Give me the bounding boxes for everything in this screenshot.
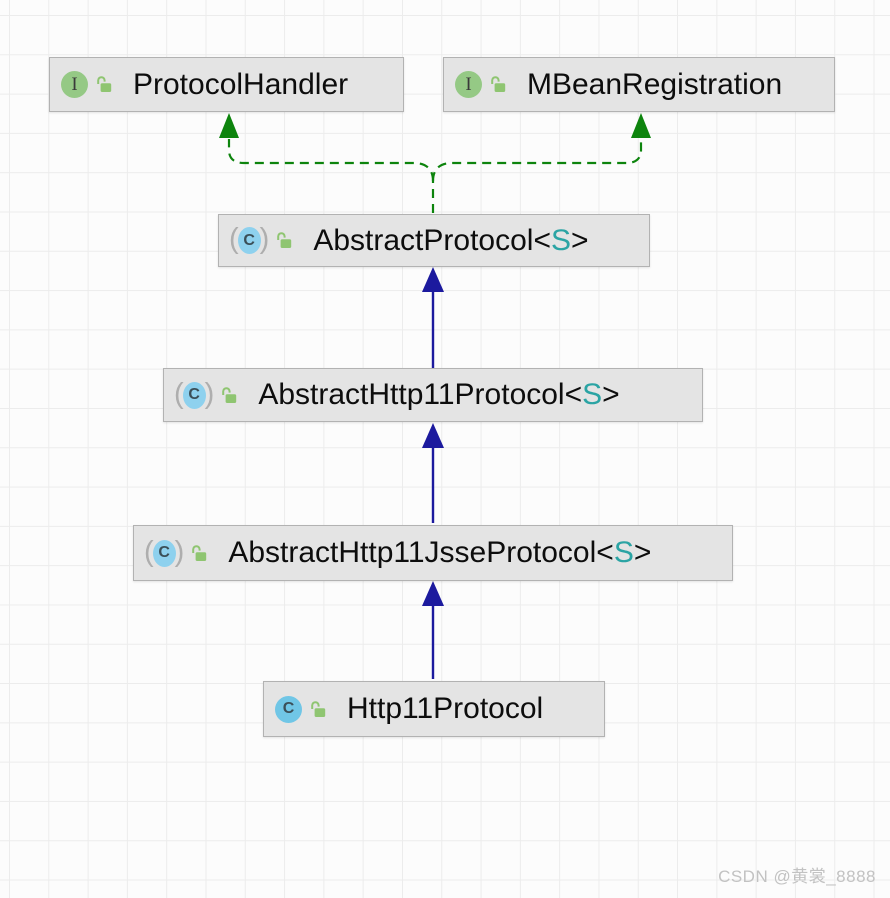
- class-node-abstracthttp11protocol[interactable]: ( C ) AbstractHttp11Protocol<S>: [163, 368, 703, 422]
- generic-close-bracket: >: [602, 378, 620, 411]
- abstract-paren-close-icon: ): [204, 377, 215, 410]
- open-lock-icon: [277, 232, 292, 248]
- class-icon: C: [275, 695, 302, 723]
- watermark-text: CSDN @黄裳_8888: [718, 867, 876, 886]
- open-lock-icon: [222, 386, 237, 403]
- class-name: ProtocolHandler: [133, 67, 349, 101]
- type-parameter: S: [613, 536, 634, 569]
- open-lock-icon: [97, 76, 112, 92]
- abstract-paren-close-icon: ): [174, 535, 185, 568]
- realization-edges: [227, 139, 643, 213]
- abstract-class-icon: ( C ): [144, 535, 185, 568]
- class-icon: C: [237, 227, 261, 254]
- class-name-label: Http11Protocol: [347, 692, 543, 726]
- class-name-label: ProtocolHandler: [133, 68, 348, 102]
- abstract-paren-open-icon: (: [174, 377, 184, 410]
- arrowhead-mbeanregistration: [631, 113, 651, 138]
- open-lock-icon: [311, 700, 326, 717]
- open-lock-icon: [192, 544, 207, 561]
- class-name: AbstractHttp11JsseProtocol: [228, 536, 597, 569]
- arrowhead-abstracthttp11jsseprotocol: [422, 581, 444, 606]
- abstract-class-icon: ( C ): [229, 223, 270, 255]
- arrowhead-abstracthttp11protocol: [422, 423, 444, 448]
- realization-arrowheads: [219, 113, 651, 138]
- type-parameter: S: [582, 378, 603, 411]
- abstract-class-icon: ( C ): [174, 377, 215, 410]
- generic-open-bracket: <: [596, 536, 614, 569]
- node-icon-cluster: I: [61, 71, 114, 98]
- class-name: AbstractProtocol: [313, 223, 534, 257]
- class-name: MBeanRegistration: [527, 67, 783, 101]
- arrowhead-abstractprotocol: [422, 267, 444, 292]
- class-node-abstracthttp11jsseprotocol[interactable]: ( C ) AbstractHttp11JsseProtocol<S>: [133, 525, 733, 581]
- node-icon-cluster: ( C ): [144, 535, 209, 568]
- class-name-label: MBeanRegistration: [527, 68, 782, 102]
- class-name-label: AbstractProtocol<S>: [313, 224, 588, 258]
- node-icon-cluster: C: [275, 695, 328, 723]
- class-icon: C: [152, 539, 176, 567]
- type-parameter: S: [550, 223, 571, 257]
- open-lock-icon: [491, 76, 506, 92]
- class-node-http11protocol[interactable]: C Http11Protocol: [263, 681, 605, 737]
- node-icon-cluster: ( C ): [174, 377, 239, 410]
- arrowhead-protocolhandler: [219, 113, 239, 138]
- class-name-label: AbstractHttp11JsseProtocol<S>: [228, 536, 651, 570]
- class-name-label: AbstractHttp11Protocol<S>: [258, 378, 619, 412]
- abstract-paren-open-icon: (: [229, 223, 239, 255]
- class-node-protocolhandler[interactable]: I ProtocolHandler: [49, 57, 404, 112]
- class-name: Http11Protocol: [347, 692, 544, 725]
- class-icon: C: [182, 381, 206, 409]
- interface-icon: I: [61, 71, 88, 98]
- interface-icon: I: [455, 71, 482, 98]
- class-node-abstractprotocol[interactable]: ( C ) AbstractProtocol<S>: [218, 214, 650, 267]
- generic-close-bracket: >: [633, 536, 652, 569]
- class-name: AbstractHttp11Protocol: [258, 378, 565, 411]
- class-node-mbeanregistration[interactable]: I MBeanRegistration: [443, 57, 835, 112]
- node-icon-cluster: I: [455, 71, 508, 98]
- generic-open-bracket: <: [564, 378, 583, 411]
- generic-close-bracket: >: [570, 223, 589, 257]
- generic-open-bracket: <: [533, 223, 551, 257]
- realization-edge-to-protocolhandler: [227, 139, 435, 182]
- node-icon-cluster: ( C ): [229, 223, 294, 255]
- abstract-paren-close-icon: ): [259, 223, 270, 255]
- abstract-paren-open-icon: (: [144, 535, 154, 568]
- realization-edge-to-mbeanregistration: [431, 139, 643, 182]
